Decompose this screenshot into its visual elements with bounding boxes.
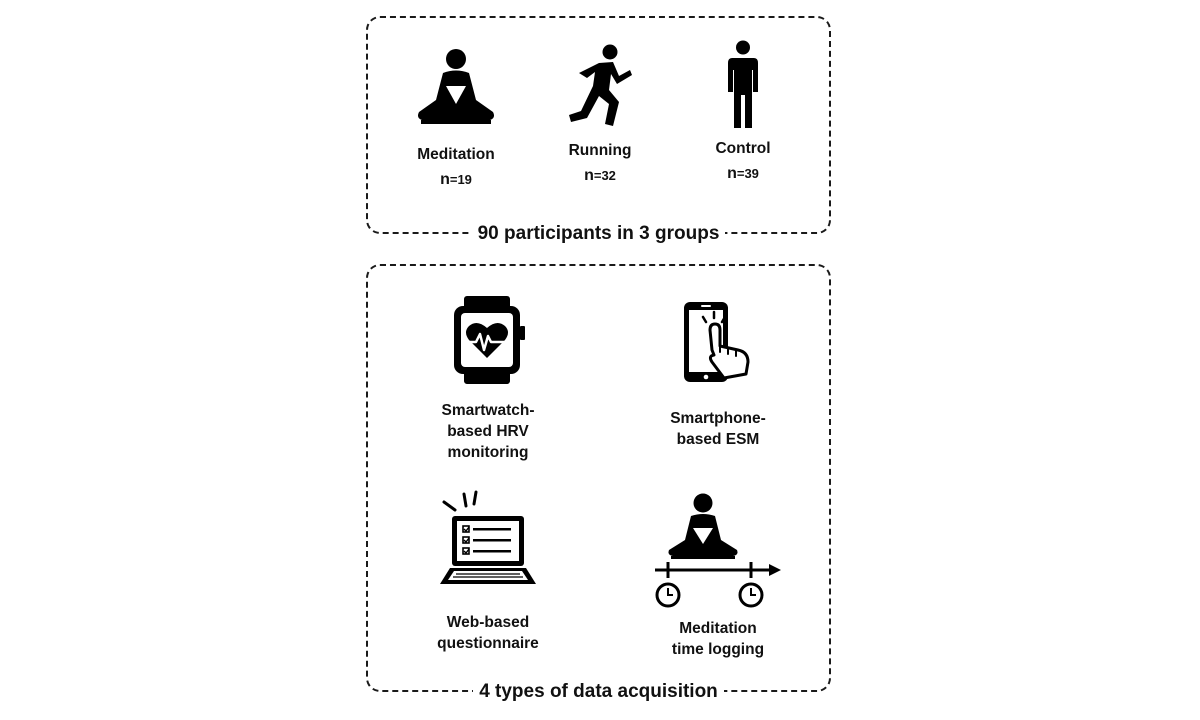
group-meditation: Meditation n=19 [386,48,526,188]
laptop-checklist-icon [440,490,536,584]
standing-person-icon [728,40,758,128]
data-caption: 4 types of data acquisition [368,681,829,703]
smartphone-tap-icon [684,302,750,382]
participant-groups-panel: Meditation n=19 Running n=32 Control n=3… [366,16,831,244]
method-web-questionnaire: Web-based questionnaire [393,490,583,654]
group-sample-size: n=19 [440,171,472,188]
group-running: Running n=32 [530,44,670,184]
data-acquisition-panel: Smartwatch- based HRV monitoring Smartph… [366,264,831,702]
running-icon [569,44,632,126]
group-label: Meditation [417,146,495,163]
method-label: Smartwatch- based HRV monitoring [441,402,535,461]
groups-caption: 90 participants in 3 groups [368,223,829,245]
group-label: Control [715,140,771,157]
method-meditation-logging: Meditation time logging [623,492,813,660]
group-control: Control n=39 [673,40,813,182]
method-smartwatch-hrv: Smartwatch- based HRV monitoring [393,296,583,463]
method-label: Meditation time logging [671,620,765,658]
group-sample-size: n=32 [584,167,616,184]
meditation-icon [418,49,494,124]
group-label: Running [568,142,632,159]
group-sample-size: n=39 [727,165,759,182]
method-smartphone-esm: Smartphone- based ESM [623,300,813,450]
smartwatch-heart-icon [454,296,525,384]
method-label: Web-based questionnaire [437,614,539,652]
method-label: Smartphone- based ESM [670,410,766,448]
meditation-timeline-icon [655,493,781,608]
